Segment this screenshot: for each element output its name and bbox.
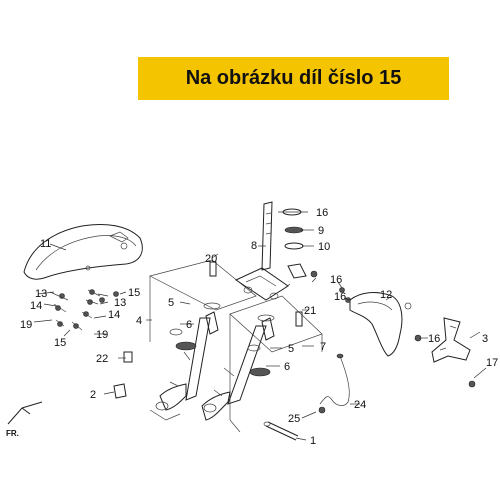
front-direction-arrow: FR. xyxy=(6,401,43,438)
speed-sensor-cable xyxy=(318,353,350,414)
right-fork-assembly xyxy=(201,295,323,433)
callout-labels: 16 9 10 8 11 13 14 19 15 13 14 19 15 20 … xyxy=(20,207,498,447)
front-fender xyxy=(23,224,143,280)
callout-14b: 14 xyxy=(108,309,120,321)
callout-11: 11 xyxy=(40,238,51,250)
fender-fasteners xyxy=(49,289,119,331)
callout-23: 25 xyxy=(288,413,300,425)
callout-leader-lines xyxy=(33,211,487,441)
callout-10: 10 xyxy=(318,241,330,253)
callout-8: 8 xyxy=(251,240,257,252)
stem-bearings xyxy=(282,208,304,250)
callout-7: 7 xyxy=(320,341,326,353)
steering-stem xyxy=(234,201,289,301)
callout-13a: 13 xyxy=(35,288,47,300)
fork-guard xyxy=(349,292,422,357)
callout-19a: 20 xyxy=(205,253,217,265)
fork-pinch-bolts xyxy=(209,261,303,327)
left-fork-assembly xyxy=(149,259,257,421)
collar-and-bolt xyxy=(113,351,133,399)
callout-17: 17 xyxy=(486,357,498,369)
callout-3: 3 xyxy=(482,333,488,345)
callout-15a: 15 xyxy=(54,337,66,349)
mount-bracket xyxy=(431,317,476,388)
callout-22: 24 xyxy=(354,399,366,411)
callout-16b: 16 xyxy=(334,291,346,303)
callout-1: 1 xyxy=(310,435,316,447)
callout-19b: 21 xyxy=(304,305,316,317)
callout-13b: 13 xyxy=(114,297,126,309)
front-direction-label: FR. xyxy=(6,429,19,438)
callout-20: 22 xyxy=(96,353,108,365)
callout-15b: 15 xyxy=(128,287,140,299)
callout-18a: 19 xyxy=(20,319,32,331)
callout-4: 4 xyxy=(136,315,142,327)
guard-bolts xyxy=(339,287,351,303)
callout-14a: 14 xyxy=(30,300,42,312)
callout-16a: 16 xyxy=(330,274,342,286)
callout-9: 9 xyxy=(318,225,324,237)
front-axle xyxy=(263,421,299,441)
callout-6a: 6 xyxy=(186,319,192,331)
banner-text: Na obrázku díl číslo 15 xyxy=(185,67,402,89)
callout-21: 16 xyxy=(316,207,328,219)
callout-18b: 19 xyxy=(96,329,108,341)
callout-6b: 6 xyxy=(284,361,290,373)
callout-16c: 16 xyxy=(428,333,440,345)
callout-5b: 5 xyxy=(288,343,294,355)
stem-bracket xyxy=(287,263,318,279)
callout-2: 2 xyxy=(90,389,96,401)
part-number-banner: Na obrázku díl číslo 15 xyxy=(138,57,449,100)
callout-5a: 5 xyxy=(168,297,174,309)
callout-12: 12 xyxy=(380,289,392,301)
